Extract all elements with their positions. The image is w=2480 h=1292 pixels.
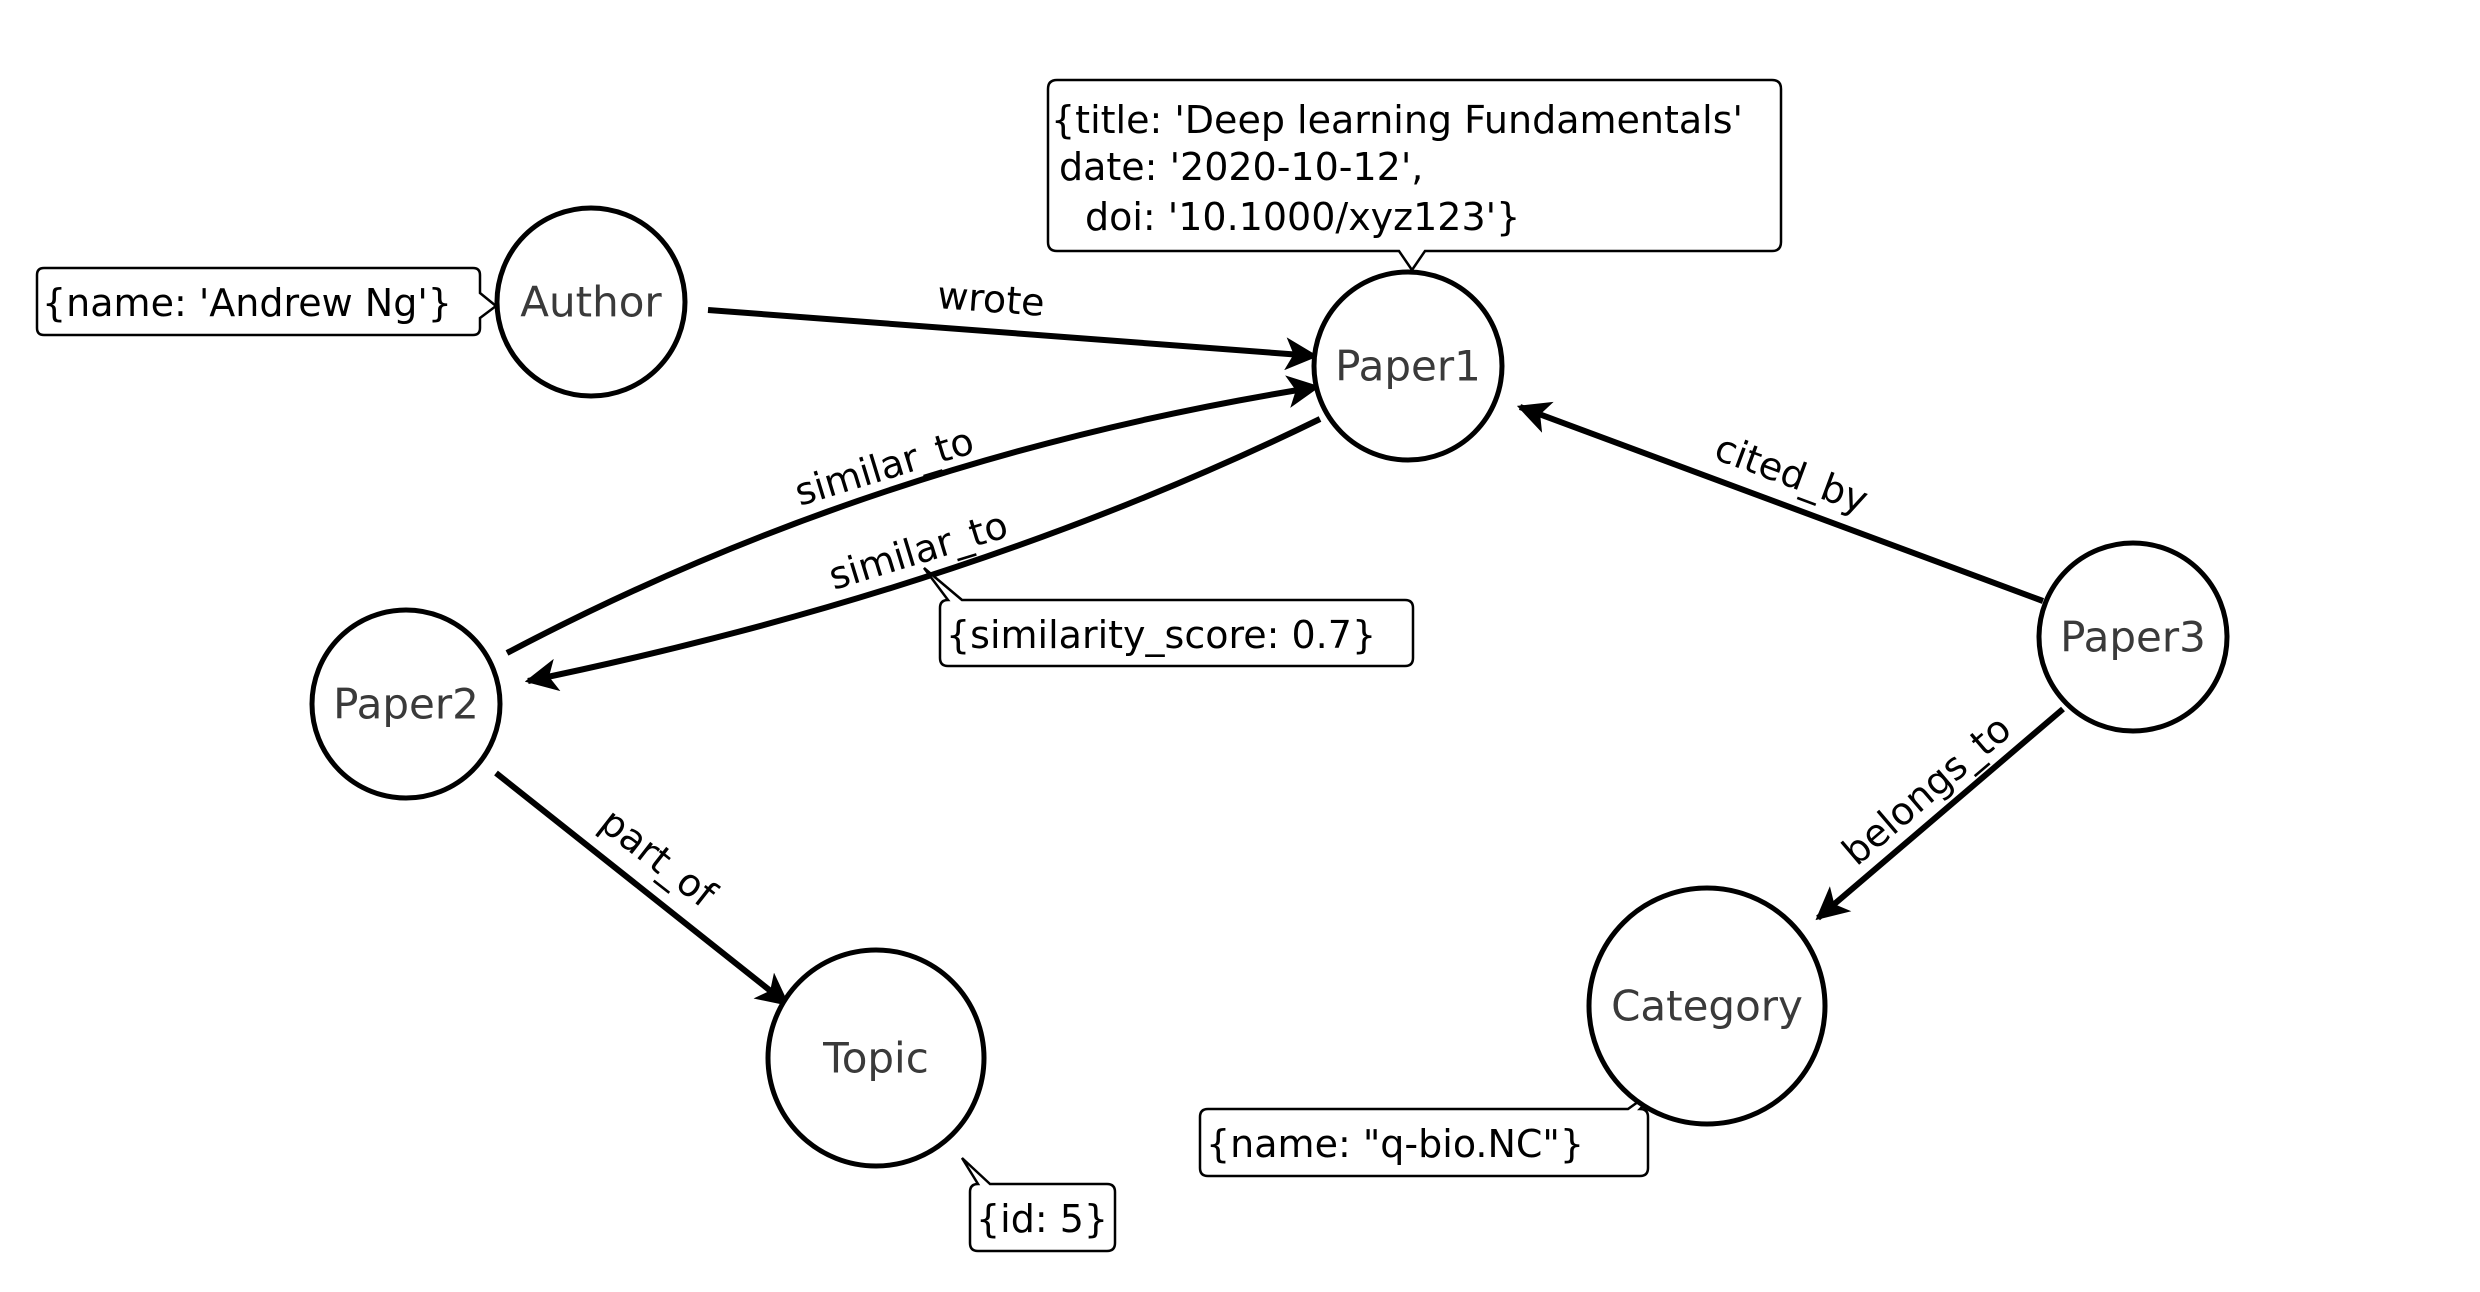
edge-cited-by: cited_by <box>1516 401 2045 604</box>
node-topic-circle[interactable] <box>765 947 987 1169</box>
node-paper2-label: Paper2 <box>333 680 479 729</box>
edge-similar-to-incoming-line <box>524 416 1322 692</box>
node-topic-label: Topic <box>822 1034 929 1083</box>
category-callout-box <box>1198 1080 1667 1178</box>
paper1-properties-line3: doi: '10.1000/xyz123'} <box>1085 195 1520 239</box>
similar-to-properties-text: {similarity_score: 0.7} <box>946 613 1376 657</box>
edge-belongs-to-line <box>1815 706 2065 921</box>
node-paper2-circle[interactable] <box>309 607 503 801</box>
topic-callout-box <box>960 1157 1117 1253</box>
edge-label-wrote: wrote <box>936 273 1046 325</box>
node-paper3-label: Paper3 <box>2060 613 2206 662</box>
edge-belongs-to: belongs_to <box>1815 706 2065 921</box>
node-author-label: Author <box>520 278 662 327</box>
author-properties-text: {name: 'Andrew Ng'} <box>42 281 452 325</box>
property-callout-author: {name: 'Andrew Ng'} <box>35 266 499 337</box>
node-author[interactable]: Author <box>494 205 688 399</box>
property-callout-category: {name: "q-bio.NC"} <box>1198 1080 1667 1178</box>
paper1-properties-line2: date: '2020-10-12', <box>1059 145 1423 189</box>
topic-properties-text: {id: 5} <box>976 1197 1108 1241</box>
edge-wrote: wrote <box>707 273 1319 371</box>
node-paper3-circle[interactable] <box>2036 540 2230 734</box>
category-properties-text: {name: "q-bio.NC"} <box>1206 1122 1584 1166</box>
node-topic[interactable]: Topic <box>765 947 987 1169</box>
node-paper1[interactable]: Paper1 <box>1311 269 1505 463</box>
paper1-callout-box <box>1046 78 1783 273</box>
edge-label-similar-to-outgoing: similar_to <box>790 419 979 515</box>
property-callout-paper1: {title: 'Deep learning Fundamentals' dat… <box>1046 78 1783 273</box>
author-callout-box <box>35 266 499 337</box>
similar-to-callout-box <box>923 567 1415 668</box>
property-callout-topic: {id: 5} <box>960 1157 1117 1253</box>
edge-label-belongs-to: belongs_to <box>1834 706 2020 874</box>
property-callout-similar-to: {similarity_score: 0.7} <box>923 567 1415 668</box>
edge-wrote-line <box>707 307 1319 371</box>
node-category-label: Category <box>1611 982 1803 1031</box>
node-paper1-circle[interactable] <box>1311 269 1505 463</box>
paper1-properties-line1: {title: 'Deep learning Fundamentals' <box>1051 98 1743 142</box>
edge-label-similar-to-incoming: similar_to <box>824 503 1013 599</box>
edge-part-of-line <box>494 770 790 1007</box>
node-paper3[interactable]: Paper3 <box>2036 540 2230 734</box>
edge-cited-by-line <box>1516 401 2045 604</box>
node-category-circle[interactable] <box>1586 885 1828 1127</box>
node-paper2[interactable]: Paper2 <box>309 607 503 801</box>
edge-part-of: part_of <box>494 770 790 1007</box>
node-category[interactable]: Category <box>1586 885 1828 1127</box>
node-author-circle[interactable] <box>494 205 688 399</box>
edge-similar-to-outgoing-line <box>505 375 1321 656</box>
node-paper1-label: Paper1 <box>1335 342 1481 391</box>
